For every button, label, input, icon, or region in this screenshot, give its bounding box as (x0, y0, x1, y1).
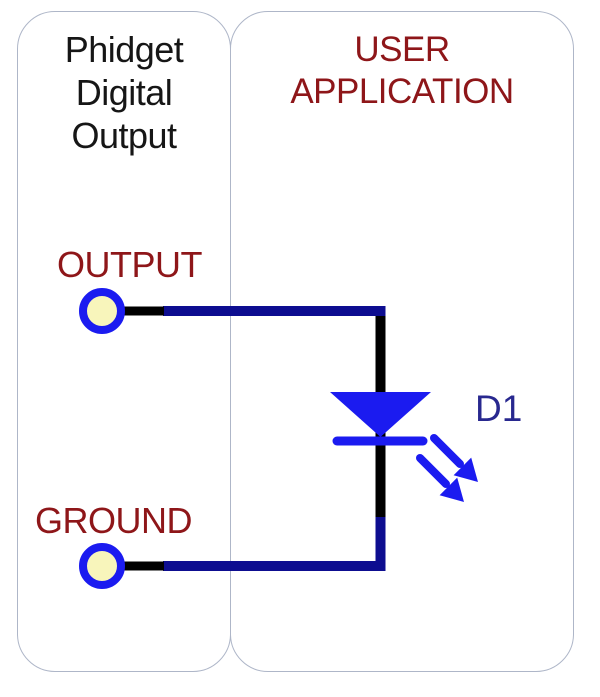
left-title-line-1: Phidget (64, 29, 184, 70)
right-title-line-1: USER (354, 30, 450, 69)
output-terminal-label: OUTPUT (57, 244, 203, 285)
right-title-line-2: APPLICATION (290, 72, 514, 111)
left-title-line-3: Output (71, 115, 177, 156)
output-terminal-icon (79, 288, 125, 334)
user-application-panel (230, 11, 574, 672)
ground-terminal-label: GROUND (35, 500, 193, 541)
left-title-line-2: Digital (75, 72, 173, 113)
led-designator-label: D1 (475, 388, 523, 429)
ground-terminal-icon (79, 543, 125, 589)
right-panel-title: USER APPLICATION (230, 29, 574, 113)
led-emission-arrow-2-icon (416, 454, 464, 502)
led-emission-arrow-1-icon (430, 434, 478, 482)
led-triangle-icon (330, 392, 431, 437)
left-panel-title: Phidget Digital Output (17, 28, 231, 157)
